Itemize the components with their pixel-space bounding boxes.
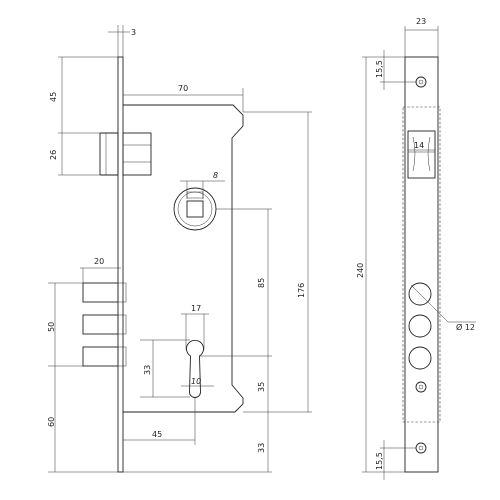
dim-latch-height: 26 [49, 150, 58, 160]
front-view: 3 70 45 26 8 20 50 60 85 [47, 25, 312, 473]
dim-faceplate-width: 23 [416, 17, 426, 26]
dim-screw-top: 15,5 [375, 60, 384, 78]
cylinder-holes [408, 282, 432, 370]
dim-latch-width: 14 [414, 141, 424, 150]
screw-hole-bottom [415, 381, 427, 454]
dim-faceplate-length: 240 [356, 263, 365, 278]
dim-faceplate-thickness: 3 [131, 28, 136, 37]
dim-bolt-projection: 20 [94, 257, 104, 266]
latch-opening [407, 130, 436, 179]
dim-bottom-offset: 60 [47, 417, 56, 427]
cylinder-cutout [186, 339, 204, 398]
dim-cylinder-width: 17 [191, 304, 201, 313]
dim-bottom-extension: 33 [257, 443, 266, 453]
latch-outline [402, 106, 441, 423]
side-view: 23 15,5 14 240 Ø 12 15,5 [356, 17, 476, 480]
dead-bolts [82, 282, 127, 367]
spindle-follower [173, 187, 217, 231]
latch-bolt [99, 132, 152, 176]
dim-screw-bottom: 15,5 [375, 452, 384, 470]
dim-bolt-spacing: 50 [47, 322, 56, 332]
dim-cylinder-slot: 10 [191, 377, 201, 386]
dim-hole-diameter: Ø 12 [456, 322, 475, 332]
dim-backset: 45 [152, 430, 162, 439]
lock-case [123, 104, 244, 413]
screw-hole-top [415, 76, 427, 88]
dim-latch-offset: 45 [49, 92, 58, 102]
dim-case-height: 176 [297, 283, 306, 298]
dim-cylinder-to-bottom: 35 [257, 382, 266, 392]
dim-spindle-square: 8 [213, 171, 218, 180]
dim-backset-height: 85 [257, 278, 266, 288]
faceplate-side [404, 56, 439, 473]
dim-case-width: 70 [178, 84, 188, 93]
dim-cylinder-height: 33 [143, 365, 152, 375]
faceplate [117, 56, 124, 473]
